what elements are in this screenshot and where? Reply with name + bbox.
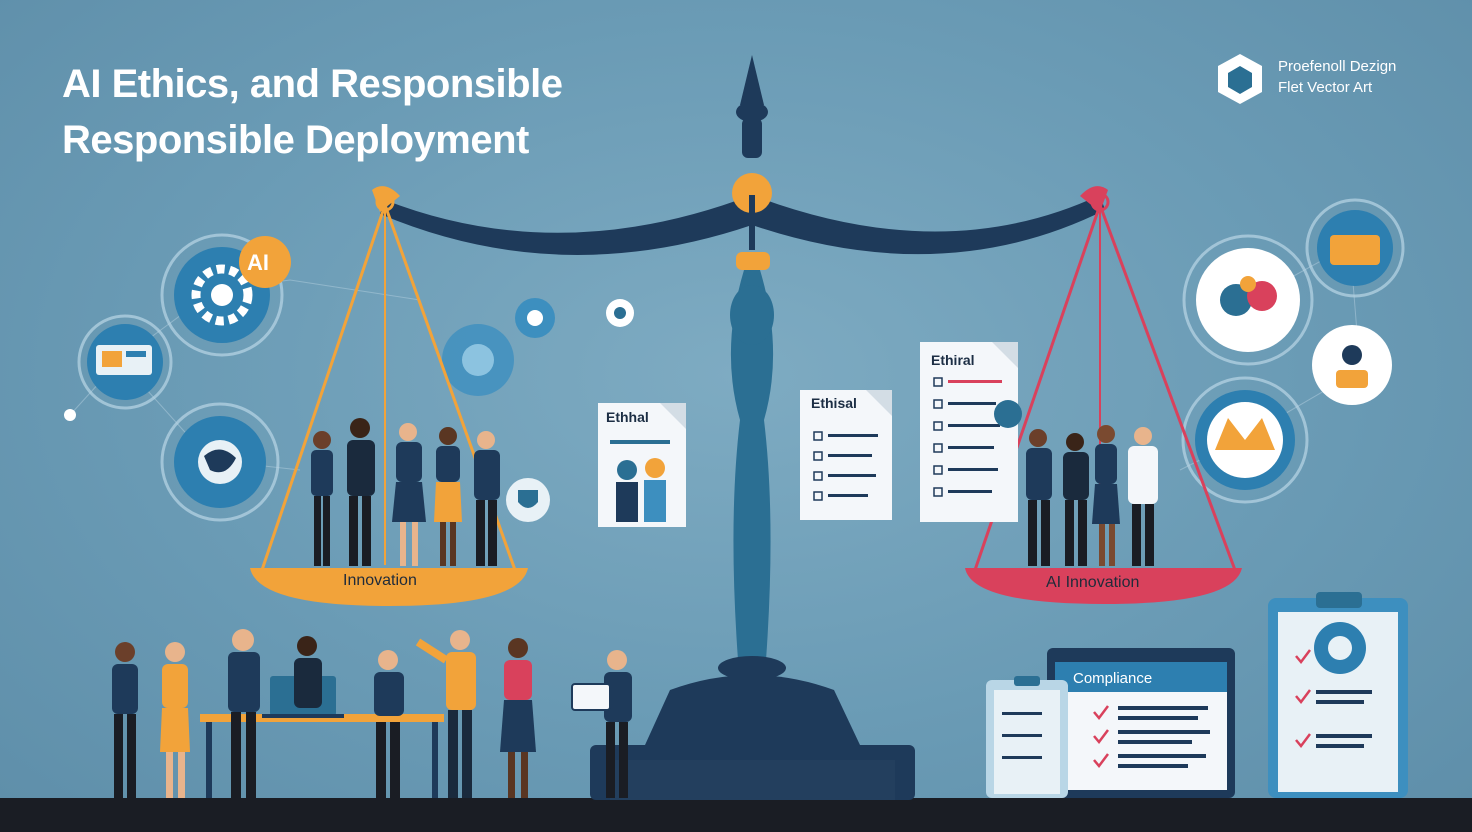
globe-icon <box>160 402 280 522</box>
headline-line-1: AI Ethics, and Responsible <box>62 62 563 106</box>
brand-logo-icon <box>1218 54 1262 104</box>
monitor-icon <box>77 314 173 410</box>
scale-column <box>730 270 774 660</box>
floor <box>0 798 1472 832</box>
scale-base <box>645 675 860 745</box>
clipboard-icon <box>1268 592 1408 798</box>
brand-name: Proefenoll Dezign <box>1278 58 1397 75</box>
ai-badge <box>239 236 291 288</box>
group-right-pan <box>1026 425 1158 566</box>
ai-badge-label: AI <box>247 250 269 275</box>
person-icon <box>1312 325 1392 405</box>
clipboard-icon <box>986 676 1068 798</box>
scale <box>250 55 1242 800</box>
node-dot <box>64 409 76 421</box>
cog-icon <box>442 298 634 396</box>
compliance-title: Compliance <box>1073 670 1153 687</box>
document-left-title: Ethhal <box>606 409 649 425</box>
checklist-icon <box>920 342 1022 522</box>
scale-finial <box>740 55 764 105</box>
people-icon <box>1305 198 1405 298</box>
left-pan-label: Innovation <box>343 572 417 589</box>
scale-beam <box>380 195 1105 255</box>
document-right-title: Ethiral <box>931 352 975 368</box>
document-middle-title: Ethisal <box>811 395 857 411</box>
left-pan <box>250 568 528 606</box>
office-scene <box>112 629 632 798</box>
handshake-icon <box>1182 234 1314 366</box>
right-pan-label: AI Innovation <box>1046 574 1140 591</box>
headline-line-2: Responsible Deployment <box>62 118 529 162</box>
checklist-icon <box>800 390 892 520</box>
compliance-panel <box>1047 648 1235 798</box>
checklist-icon <box>598 403 686 527</box>
right-pan <box>965 568 1242 604</box>
brand-tagline: Flet Vector Art <box>1278 79 1373 96</box>
group-left-pan <box>311 418 500 566</box>
balance-icon <box>1181 376 1309 504</box>
shield-icon <box>506 478 550 522</box>
